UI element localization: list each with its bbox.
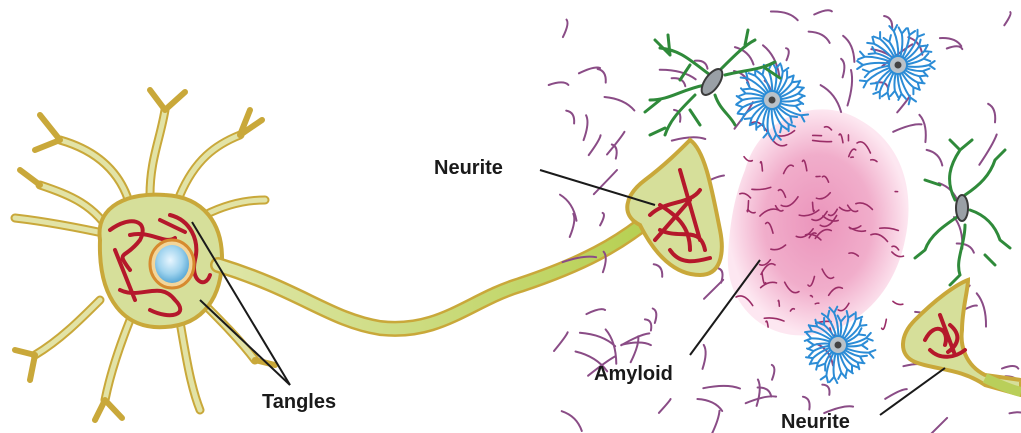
- plaque-fiber: [549, 82, 569, 85]
- plaque-fiber: [947, 46, 963, 49]
- plaque-fiber: [554, 332, 568, 351]
- plaque-fiber: [848, 70, 853, 106]
- plaque-fiber: [672, 78, 686, 86]
- dystrophic-neurite-top: [627, 140, 722, 275]
- label-neurite-bottom: Neurite: [781, 411, 850, 433]
- plaque-fiber: [708, 411, 720, 433]
- plaque-fiber: [600, 213, 604, 226]
- neurite-bottom-leader: [880, 368, 945, 415]
- dystrophic-neurite-bottom: [903, 280, 1021, 395]
- plaque-fiber: [940, 38, 961, 46]
- plaque-fiber: [1010, 412, 1021, 416]
- plaque-fiber: [923, 418, 947, 433]
- plaque-fiber: [927, 150, 943, 166]
- plaque-fiber: [803, 397, 810, 410]
- plaque-fiber: [703, 345, 706, 369]
- tangles-leader-lower: [200, 300, 290, 385]
- amyloid-fibril: [882, 319, 887, 329]
- plaque-fiber: [786, 48, 789, 60]
- plaque-fiber: [919, 115, 925, 142]
- plaque-fiber: [893, 124, 921, 132]
- plaque-fiber: [771, 11, 798, 20]
- label-tangles: Tangles: [262, 391, 336, 413]
- microglia-right: [915, 140, 1010, 285]
- neuron-cell-body: [15, 90, 275, 420]
- amyloid-fibril: [893, 301, 903, 304]
- plaque-fiber: [605, 97, 635, 111]
- plaque-fiber: [659, 399, 671, 413]
- amyloid-fibril: [815, 303, 818, 304]
- plaque-fiber: [841, 59, 844, 78]
- plaque-fiber: [704, 280, 723, 299]
- plaque-fiber: [977, 293, 986, 326]
- plaque-fiber: [570, 214, 575, 237]
- plaque-fiber: [589, 135, 601, 155]
- plaque-fiber: [809, 32, 830, 43]
- plaque-fiber: [598, 69, 606, 83]
- plaque-fiber: [654, 264, 663, 277]
- plaque-fiber: [586, 309, 605, 314]
- microglia-top: [645, 30, 780, 135]
- plaque-fiber: [562, 411, 582, 431]
- label-neurite-top: Neurite: [434, 157, 503, 179]
- plaque-fiber: [843, 36, 854, 62]
- plaque-fiber: [645, 319, 651, 330]
- plaque-fiber: [584, 115, 588, 140]
- plaque-fiber: [772, 365, 775, 380]
- plaque-fiber: [653, 309, 657, 324]
- plaque-fiber: [988, 104, 995, 123]
- plaque-fiber: [703, 386, 740, 389]
- amyloid-plaque: [728, 109, 909, 335]
- plaque-fiber: [1004, 12, 1010, 25]
- plaque-fiber: [622, 342, 651, 345]
- nucleus: [155, 245, 189, 283]
- plaque-fiber: [697, 399, 722, 411]
- plaque-fiber: [1002, 366, 1018, 369]
- plaque-fiber: [822, 385, 829, 395]
- plaque-fiber: [821, 85, 842, 112]
- label-amyloid: Amyloid: [594, 363, 673, 385]
- astrocyte: [857, 25, 935, 104]
- plaque-fiber: [735, 47, 754, 64]
- plaque-fiber: [563, 20, 568, 37]
- plaque-fiber: [814, 10, 832, 14]
- plaque-fiber: [757, 380, 760, 406]
- plaque-fiber: [566, 111, 574, 124]
